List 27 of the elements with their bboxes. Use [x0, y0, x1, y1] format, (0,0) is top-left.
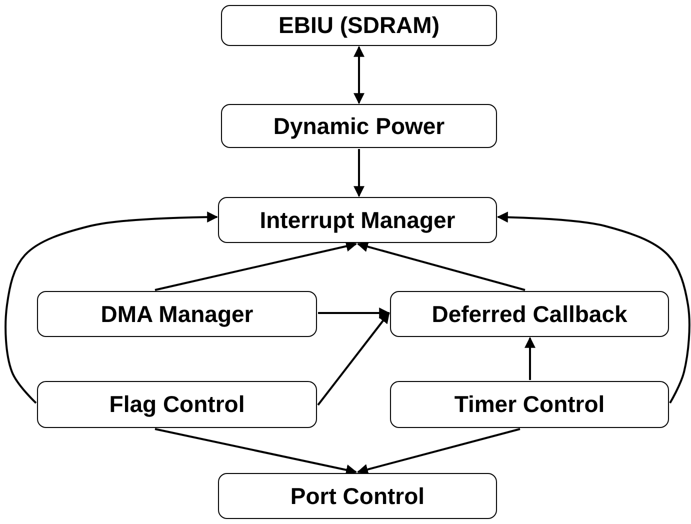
process-box [37, 291, 317, 337]
arrow [354, 46, 364, 104]
arrow [356, 428, 520, 475]
box-label: Deferred Callback [432, 300, 628, 328]
process-box [390, 291, 669, 337]
arrow [318, 308, 390, 318]
box-label: Timer Control [454, 391, 605, 418]
arrow [154, 240, 358, 291]
box-label: DMA Manager [100, 300, 254, 328]
box-label: Port Control [290, 482, 425, 510]
arrow [317, 312, 390, 406]
arrow [356, 241, 526, 291]
arrow [354, 149, 364, 198]
process-box [221, 104, 497, 148]
box-label: Flag Control [109, 391, 245, 418]
box-label: EBIU (SDRAM) [278, 12, 440, 39]
arrow [524, 336, 536, 380]
process-box [218, 473, 497, 519]
process-box [218, 197, 497, 243]
box-label: Interrupt Manager [260, 206, 456, 234]
process-box [221, 5, 497, 46]
box-label: Dynamic Power [273, 112, 445, 140]
arrow [4, 212, 218, 404]
process-box [390, 381, 669, 428]
arrow [496, 212, 690, 404]
process-box [37, 381, 317, 428]
arrow [154, 428, 358, 476]
